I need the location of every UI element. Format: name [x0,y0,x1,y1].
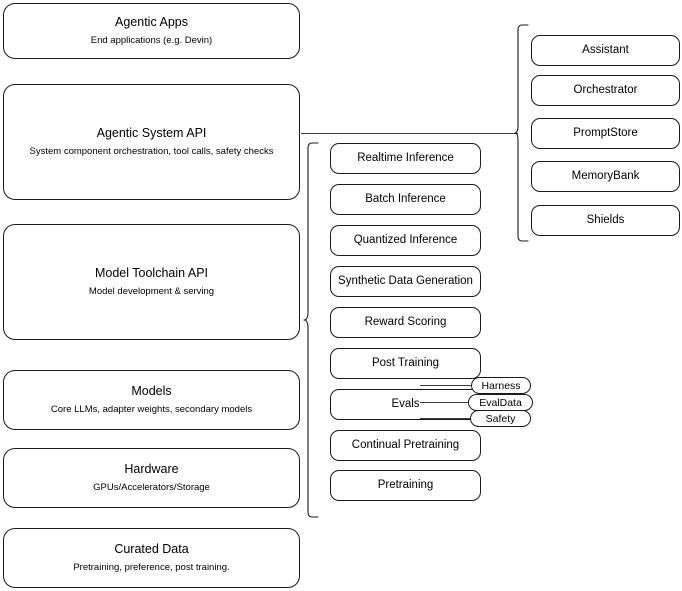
toolchain-item-continual-pretraining[interactable]: Continual Pretraining [330,430,481,461]
layer-curated-data[interactable]: Curated Data Pretraining, preference, po… [3,528,300,588]
layer-title: Curated Data [114,541,189,556]
connector-evals-to-evaldata [420,402,470,403]
layer-agentic-apps[interactable]: Agentic Apps End applications (e.g. Devi… [3,3,300,59]
brace-system-components [514,24,529,242]
layer-model-toolchain-api[interactable]: Model Toolchain API Model development & … [3,224,300,340]
node-label: Reward Scoring [364,316,447,329]
toolchain-item-evals[interactable]: Evals [330,389,481,420]
evals-subcomponent-harness[interactable]: Harness [471,377,531,394]
toolchain-item-pretraining[interactable]: Pretraining [330,470,481,501]
layer-title: Agentic Apps [115,14,188,29]
node-label: Synthetic Data Generation [338,275,473,288]
node-label: Shields [586,214,625,227]
layer-subtitle: System component orchestration, tool cal… [29,146,274,158]
node-label: Evals [391,398,420,411]
node-label: PromptStore [573,127,638,140]
layer-subtitle: End applications (e.g. Devin) [90,35,213,47]
brace-toolchain-components [303,142,319,518]
node-label: Batch Inference [365,193,446,206]
node-label: MemoryBank [571,170,640,183]
layer-title: Models [131,383,172,398]
capsule-label: Harness [481,379,521,392]
layer-agentic-system-api[interactable]: Agentic System API System component orch… [3,84,300,200]
layer-models[interactable]: Models Core LLMs, adapter weights, secon… [3,370,300,430]
node-label: Post Training [371,357,440,370]
toolchain-item-synthetic-data-generation[interactable]: Synthetic Data Generation [330,266,481,297]
node-label: Continual Pretraining [351,439,460,452]
system-item-shields[interactable]: Shields [531,205,680,236]
layer-hardware[interactable]: Hardware GPUs/Accelerators/Storage [3,448,300,508]
node-label: Assistant [582,44,629,57]
node-label: Quantized Inference [353,234,458,247]
connector-evals-to-safety [420,418,476,419]
layer-subtitle: GPUs/Accelerators/Storage [93,482,210,494]
node-label: Pretraining [377,479,434,492]
toolchain-item-realtime-inference[interactable]: Realtime Inference [330,143,481,174]
layer-subtitle: Pretraining, preference, post training. [73,562,230,574]
evals-subcomponent-safety[interactable]: Safety [470,410,531,427]
layer-title: Agentic System API [96,125,207,140]
toolchain-item-reward-scoring[interactable]: Reward Scoring [330,307,481,338]
toolchain-item-post-training[interactable]: Post Training [330,348,481,379]
capsule-label: EvalData [479,396,522,409]
layer-subtitle: Model development & serving [88,286,215,298]
evals-subcomponent-evaldata[interactable]: EvalData [468,394,533,411]
system-item-assistant[interactable]: Assistant [531,35,680,66]
node-label: Orchestrator [573,84,638,97]
system-item-orchestrator[interactable]: Orchestrator [531,75,680,106]
system-item-memorybank[interactable]: MemoryBank [531,161,680,192]
toolchain-item-batch-inference[interactable]: Batch Inference [330,184,481,215]
layer-title: Model Toolchain API [94,265,209,280]
connector-system-api-to-components [301,133,518,134]
system-item-promptstore[interactable]: PromptStore [531,118,680,149]
toolchain-item-quantized-inference[interactable]: Quantized Inference [330,225,481,256]
layer-title: Hardware [124,461,179,476]
connector-evals-to-harness [420,385,478,386]
capsule-label: Safety [485,412,516,425]
layer-subtitle: Core LLMs, adapter weights, secondary mo… [50,404,253,416]
node-label: Realtime Inference [357,152,454,165]
